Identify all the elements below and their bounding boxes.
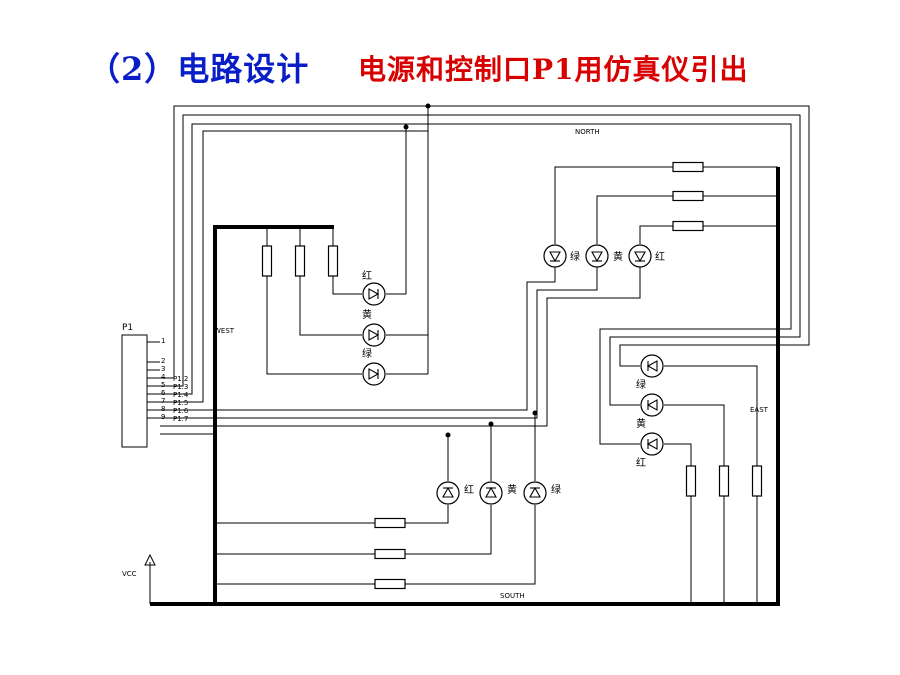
led-label-green: 绿 (551, 483, 561, 496)
led-label-red: 红 (362, 269, 372, 282)
signal-p1-7: P1.7 (173, 415, 188, 423)
led-green-south (523, 481, 547, 505)
resistor (294, 245, 306, 277)
label-north: NORTH (575, 128, 600, 136)
p1-connector: P1 1 2 3 4 5 6 7 8 9 P1.2 P1.3 P1.4 P1.5… (121, 323, 189, 448)
title-subtitle: 电源和控制口P1用仿真仪引出 (358, 53, 749, 86)
led-red-west (362, 282, 386, 306)
south-resistors (374, 517, 406, 590)
led-label-green: 绿 (636, 378, 646, 391)
label-west: WEST (214, 327, 235, 335)
led-yellow-south (479, 481, 503, 505)
led-label-yellow: 黄 (362, 308, 372, 321)
pin-1: 1 (161, 337, 165, 345)
west-resistors (261, 245, 339, 277)
pin-2: 2 (161, 357, 165, 365)
signal-p1-5: P1.5 (173, 399, 188, 407)
title-main: （2）电路设计 (88, 50, 310, 88)
signal-p1-2: P1.2 (173, 375, 188, 383)
led-label-green: 绿 (570, 250, 580, 263)
led-red-east (640, 432, 664, 456)
led-red-south (436, 481, 460, 505)
north-resistors (672, 161, 704, 232)
pin-7: 7 (161, 397, 165, 405)
led-yellow-east (640, 393, 664, 417)
resistor (718, 465, 730, 497)
led-label-yellow: 黄 (507, 483, 517, 496)
led-label-red: 红 (636, 456, 646, 469)
vcc-symbol: VCC (122, 553, 156, 578)
signal-p1-3: P1.3 (173, 383, 188, 391)
led-label-yellow: 黄 (636, 417, 646, 430)
resistor (374, 517, 406, 529)
led-green-east (640, 354, 664, 378)
pin-3: 3 (161, 365, 165, 373)
p1-name: P1 (122, 323, 133, 333)
resistor (374, 578, 406, 590)
signal-p1-4: P1.4 (173, 391, 189, 399)
resistor (672, 190, 704, 202)
junctions (403, 103, 538, 438)
led-red-north (628, 244, 652, 268)
power-rails (150, 167, 780, 606)
led-label-yellow: 黄 (613, 250, 623, 263)
led-yellow-west (362, 323, 386, 347)
led-yellow-north (585, 244, 609, 268)
resistor (751, 465, 763, 497)
signal-p1-6: P1.6 (173, 407, 189, 415)
label-east: EAST (750, 406, 769, 414)
east-leds: 绿 黄 红 (636, 354, 664, 469)
led-green-north (543, 244, 567, 268)
resistor (261, 245, 273, 277)
resistor (327, 245, 339, 277)
pin-6: 6 (161, 389, 166, 397)
pin-8: 8 (161, 405, 165, 413)
pin-4: 4 (161, 373, 166, 381)
north-leds: 绿 黄 红 (543, 244, 665, 268)
west-leds: 红 黄 绿 (362, 269, 386, 386)
led-label-green: 绿 (362, 347, 372, 360)
wiring (149, 105, 810, 604)
resistor (672, 220, 704, 232)
south-leds: 红 黄 绿 (436, 481, 561, 505)
vcc-label: VCC (122, 570, 137, 578)
pin-9: 9 (161, 413, 165, 421)
led-green-west (362, 362, 386, 386)
east-resistors (685, 465, 763, 497)
pin-5: 5 (161, 381, 165, 389)
led-label-red: 红 (464, 483, 474, 496)
resistor (672, 161, 704, 173)
led-label-red: 红 (655, 250, 665, 263)
label-south: SOUTH (500, 592, 525, 600)
resistor (685, 465, 697, 497)
resistor (374, 548, 406, 560)
